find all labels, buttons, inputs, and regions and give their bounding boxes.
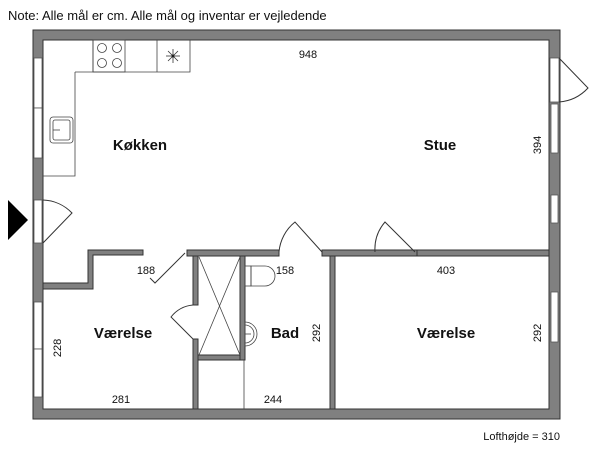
outer-wall	[32, 29, 561, 420]
window-left-4	[33, 348, 43, 398]
window-left-3	[33, 301, 43, 350]
toilet-icon	[244, 265, 276, 287]
kitchen-sink-icon	[49, 116, 74, 144]
balcony-door-swing	[558, 57, 589, 103]
room-label-bedroom-left: Værelse	[94, 325, 152, 342]
bath-top-wall	[186, 249, 280, 257]
dim-bedroom-right-depth: 292	[532, 324, 544, 342]
room-label-living: Stue	[424, 137, 457, 154]
stove-icon	[92, 39, 126, 73]
dim-bedroom-right-width: 403	[437, 265, 455, 277]
shower-right-wall	[239, 255, 246, 361]
bath-left-wall-upper	[192, 255, 199, 306]
bedroom-bath-door-swing[interactable]	[170, 304, 194, 340]
window-left-1	[33, 57, 43, 109]
fan-icon	[166, 49, 180, 63]
shower-bottom-wall	[197, 354, 241, 361]
dim-158: 158	[276, 265, 294, 277]
hall-wall	[321, 249, 418, 257]
bath-left-wall-lower	[192, 338, 199, 410]
bedroom-left-top-wall	[42, 249, 144, 290]
dim-bath-depth: 292	[311, 324, 323, 342]
dim-188: 188	[137, 265, 155, 277]
shower-icon	[198, 256, 241, 356]
ceiling-height-text: Lofthøjde = 310	[483, 431, 560, 443]
window-right-2	[550, 194, 559, 224]
bedroom-left-door-swing[interactable]	[149, 252, 186, 284]
window-right-3	[550, 291, 559, 343]
bath-sink-icon	[244, 321, 258, 347]
room-label-bath: Bad	[271, 325, 299, 342]
dim-bedroom-left-depth: 228	[52, 339, 64, 357]
living-bedroom-wall	[416, 249, 550, 257]
room-label-bedroom-right: Værelse	[417, 325, 475, 342]
entrance-door-swing	[42, 199, 73, 244]
bath-right-wall	[329, 255, 336, 410]
balcony-door-opening	[549, 57, 560, 103]
note-text: Note: Alle mål er cm. Alle mål og invent…	[8, 8, 327, 23]
window-left-2	[33, 107, 43, 159]
dim-bath-width: 244	[264, 394, 282, 406]
dim-top-width: 948	[299, 49, 317, 61]
window-right-1	[550, 103, 559, 154]
room-label-kitchen: Køkken	[113, 137, 167, 154]
dim-living-depth: 394	[532, 136, 544, 154]
kitchen-counter	[43, 40, 191, 177]
living-door-swing[interactable]	[374, 221, 416, 253]
dim-bedroom-left-width: 281	[112, 394, 130, 406]
entrance-door-opening	[33, 199, 43, 244]
entrance-arrow-icon	[8, 200, 28, 240]
bath-door-swing[interactable]	[278, 221, 323, 253]
